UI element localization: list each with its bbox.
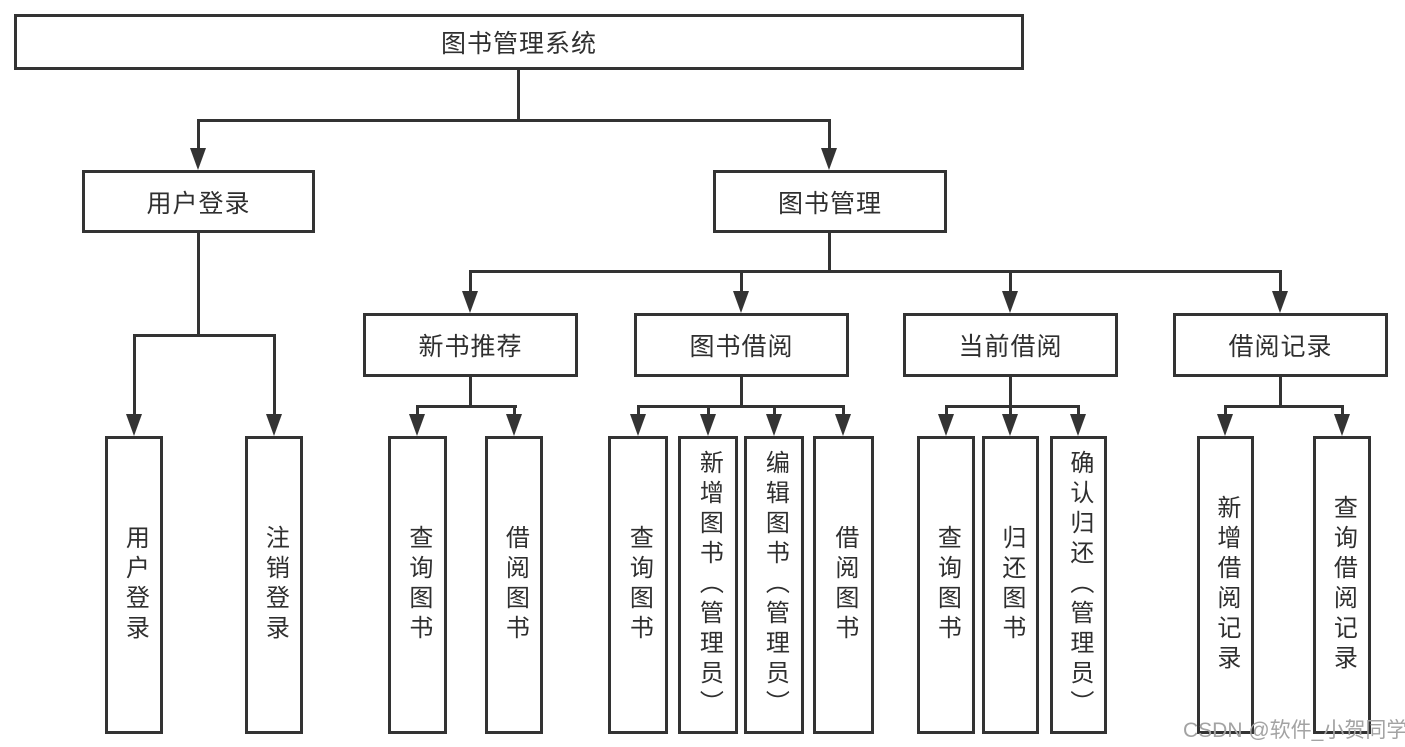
arrow-down-icon — [1002, 414, 1018, 436]
connector-root-split — [197, 119, 831, 122]
node-book-management-label: 图书管理 — [777, 189, 882, 218]
leaf-borrow-book: 借阅图书 — [813, 436, 874, 734]
arrow-down-icon — [1334, 414, 1350, 436]
connector-book-borrow-stem — [740, 377, 743, 408]
connector-drop-leaf-login — [133, 334, 136, 414]
leaf-return-book-label: 归还图书 — [997, 525, 1025, 645]
arrow-down-icon — [630, 414, 646, 436]
leaf-edit-book-admin: 编辑图书（管理员） — [744, 436, 804, 734]
arrow-down-icon — [766, 414, 782, 436]
node-current-borrow-label: 当前借阅 — [958, 333, 1063, 361]
connector-drop-book-management — [828, 119, 831, 150]
arrow-down-icon — [266, 414, 282, 436]
watermark: CSDN @软件_小贺同学 — [1183, 719, 1405, 742]
connector-drop-user-login — [197, 119, 200, 150]
node-user-login: 用户登录 — [82, 170, 315, 233]
leaf-add-book-admin-label: 新增图书（管理员） — [695, 450, 723, 720]
connector-drop — [1224, 405, 1227, 416]
arrow-down-icon — [1002, 291, 1018, 313]
leaf-logout: 注销登录 — [245, 436, 303, 734]
node-user-login-label: 用户登录 — [146, 189, 251, 218]
node-library-system-label: 图书管理系统 — [440, 30, 597, 58]
connector-drop — [637, 405, 640, 416]
node-borrow-record-label: 借阅记录 — [1228, 333, 1333, 361]
arrow-down-icon — [835, 414, 851, 436]
node-book-management: 图书管理 — [713, 170, 947, 233]
arrow-down-icon — [409, 414, 425, 436]
leaf-borrow-book-recommend-label: 借阅图书 — [501, 525, 529, 645]
connector-drop-leaf-logout — [273, 334, 276, 414]
connector-current-borrow-split — [945, 405, 1080, 408]
connector-drop — [773, 405, 776, 416]
leaf-query-book-current-label: 查询图书 — [933, 525, 961, 645]
connector-drop-borrow-record — [1279, 270, 1282, 293]
connector-drop-current-borrow — [1009, 270, 1012, 293]
leaf-add-borrow-record: 新增借阅记录 — [1197, 436, 1254, 734]
connector-drop-book-borrow — [740, 270, 743, 293]
leaf-query-borrow-record-label: 查询借阅记录 — [1329, 495, 1357, 675]
connector-drop — [707, 405, 710, 416]
connector-root-stem — [517, 70, 520, 122]
leaf-query-borrow-record: 查询借阅记录 — [1313, 436, 1371, 734]
leaf-query-book-recommend: 查询图书 — [388, 436, 447, 734]
connector-drop — [513, 405, 516, 416]
arrow-down-icon — [190, 148, 206, 170]
connector-user-login-split — [133, 334, 276, 337]
leaf-return-book: 归还图书 — [982, 436, 1039, 734]
leaf-query-book-recommend-label: 查询图书 — [404, 525, 432, 645]
leaf-add-borrow-record-label: 新增借阅记录 — [1212, 495, 1240, 675]
leaf-confirm-return-admin: 确认归还（管理员） — [1050, 436, 1107, 734]
leaf-confirm-return-admin-label: 确认归还（管理员） — [1065, 450, 1093, 720]
connector-borrow-record-stem — [1279, 377, 1282, 408]
leaf-user-login: 用户登录 — [105, 436, 163, 734]
connector-book-management-split — [469, 270, 1282, 273]
connector-current-borrow-stem — [1009, 377, 1012, 408]
leaf-query-book-borrow-label: 查询图书 — [625, 525, 653, 645]
leaf-add-book-admin: 新增图书（管理员） — [678, 436, 738, 734]
leaf-logout-label: 注销登录 — [261, 525, 289, 645]
node-book-borrow: 图书借阅 — [634, 313, 849, 377]
leaf-borrow-book-recommend: 借阅图书 — [485, 436, 543, 734]
leaf-user-login-label: 用户登录 — [121, 525, 149, 645]
connector-drop — [1077, 405, 1080, 416]
arrow-down-icon — [1217, 414, 1233, 436]
leaf-query-book-current: 查询图书 — [917, 436, 975, 734]
arrow-down-icon — [700, 414, 716, 436]
arrow-down-icon — [821, 148, 837, 170]
arrow-down-icon — [1272, 291, 1288, 313]
node-new-book-recommend-label: 新书推荐 — [418, 333, 523, 361]
node-new-book-recommend: 新书推荐 — [363, 313, 578, 377]
connector-drop — [416, 405, 419, 416]
arrow-down-icon — [506, 414, 522, 436]
arrow-down-icon — [938, 414, 954, 436]
connector-borrow-record-split — [1224, 405, 1344, 408]
connector-drop-new-book — [469, 270, 472, 293]
connector-book-management-stem — [828, 233, 831, 273]
connector-drop — [945, 405, 948, 416]
connector-drop — [842, 405, 845, 416]
connector-book-borrow-split — [637, 405, 845, 408]
connector-user-login-stem — [197, 233, 200, 337]
connector-drop — [1341, 405, 1344, 416]
leaf-borrow-book-label: 借阅图书 — [830, 525, 858, 645]
connector-new-book-stem — [469, 377, 472, 408]
connector-drop — [1009, 405, 1012, 416]
node-current-borrow: 当前借阅 — [903, 313, 1118, 377]
node-borrow-record: 借阅记录 — [1173, 313, 1388, 377]
arrow-down-icon — [733, 291, 749, 313]
connector-new-book-split — [416, 405, 517, 408]
node-book-borrow-label: 图书借阅 — [689, 333, 794, 361]
node-library-system: 图书管理系统 — [14, 14, 1024, 70]
leaf-edit-book-admin-label: 编辑图书（管理员） — [761, 450, 789, 720]
arrow-down-icon — [462, 291, 478, 313]
arrow-down-icon — [1070, 414, 1086, 436]
leaf-query-book-borrow: 查询图书 — [608, 436, 668, 734]
arrow-down-icon — [126, 414, 142, 436]
